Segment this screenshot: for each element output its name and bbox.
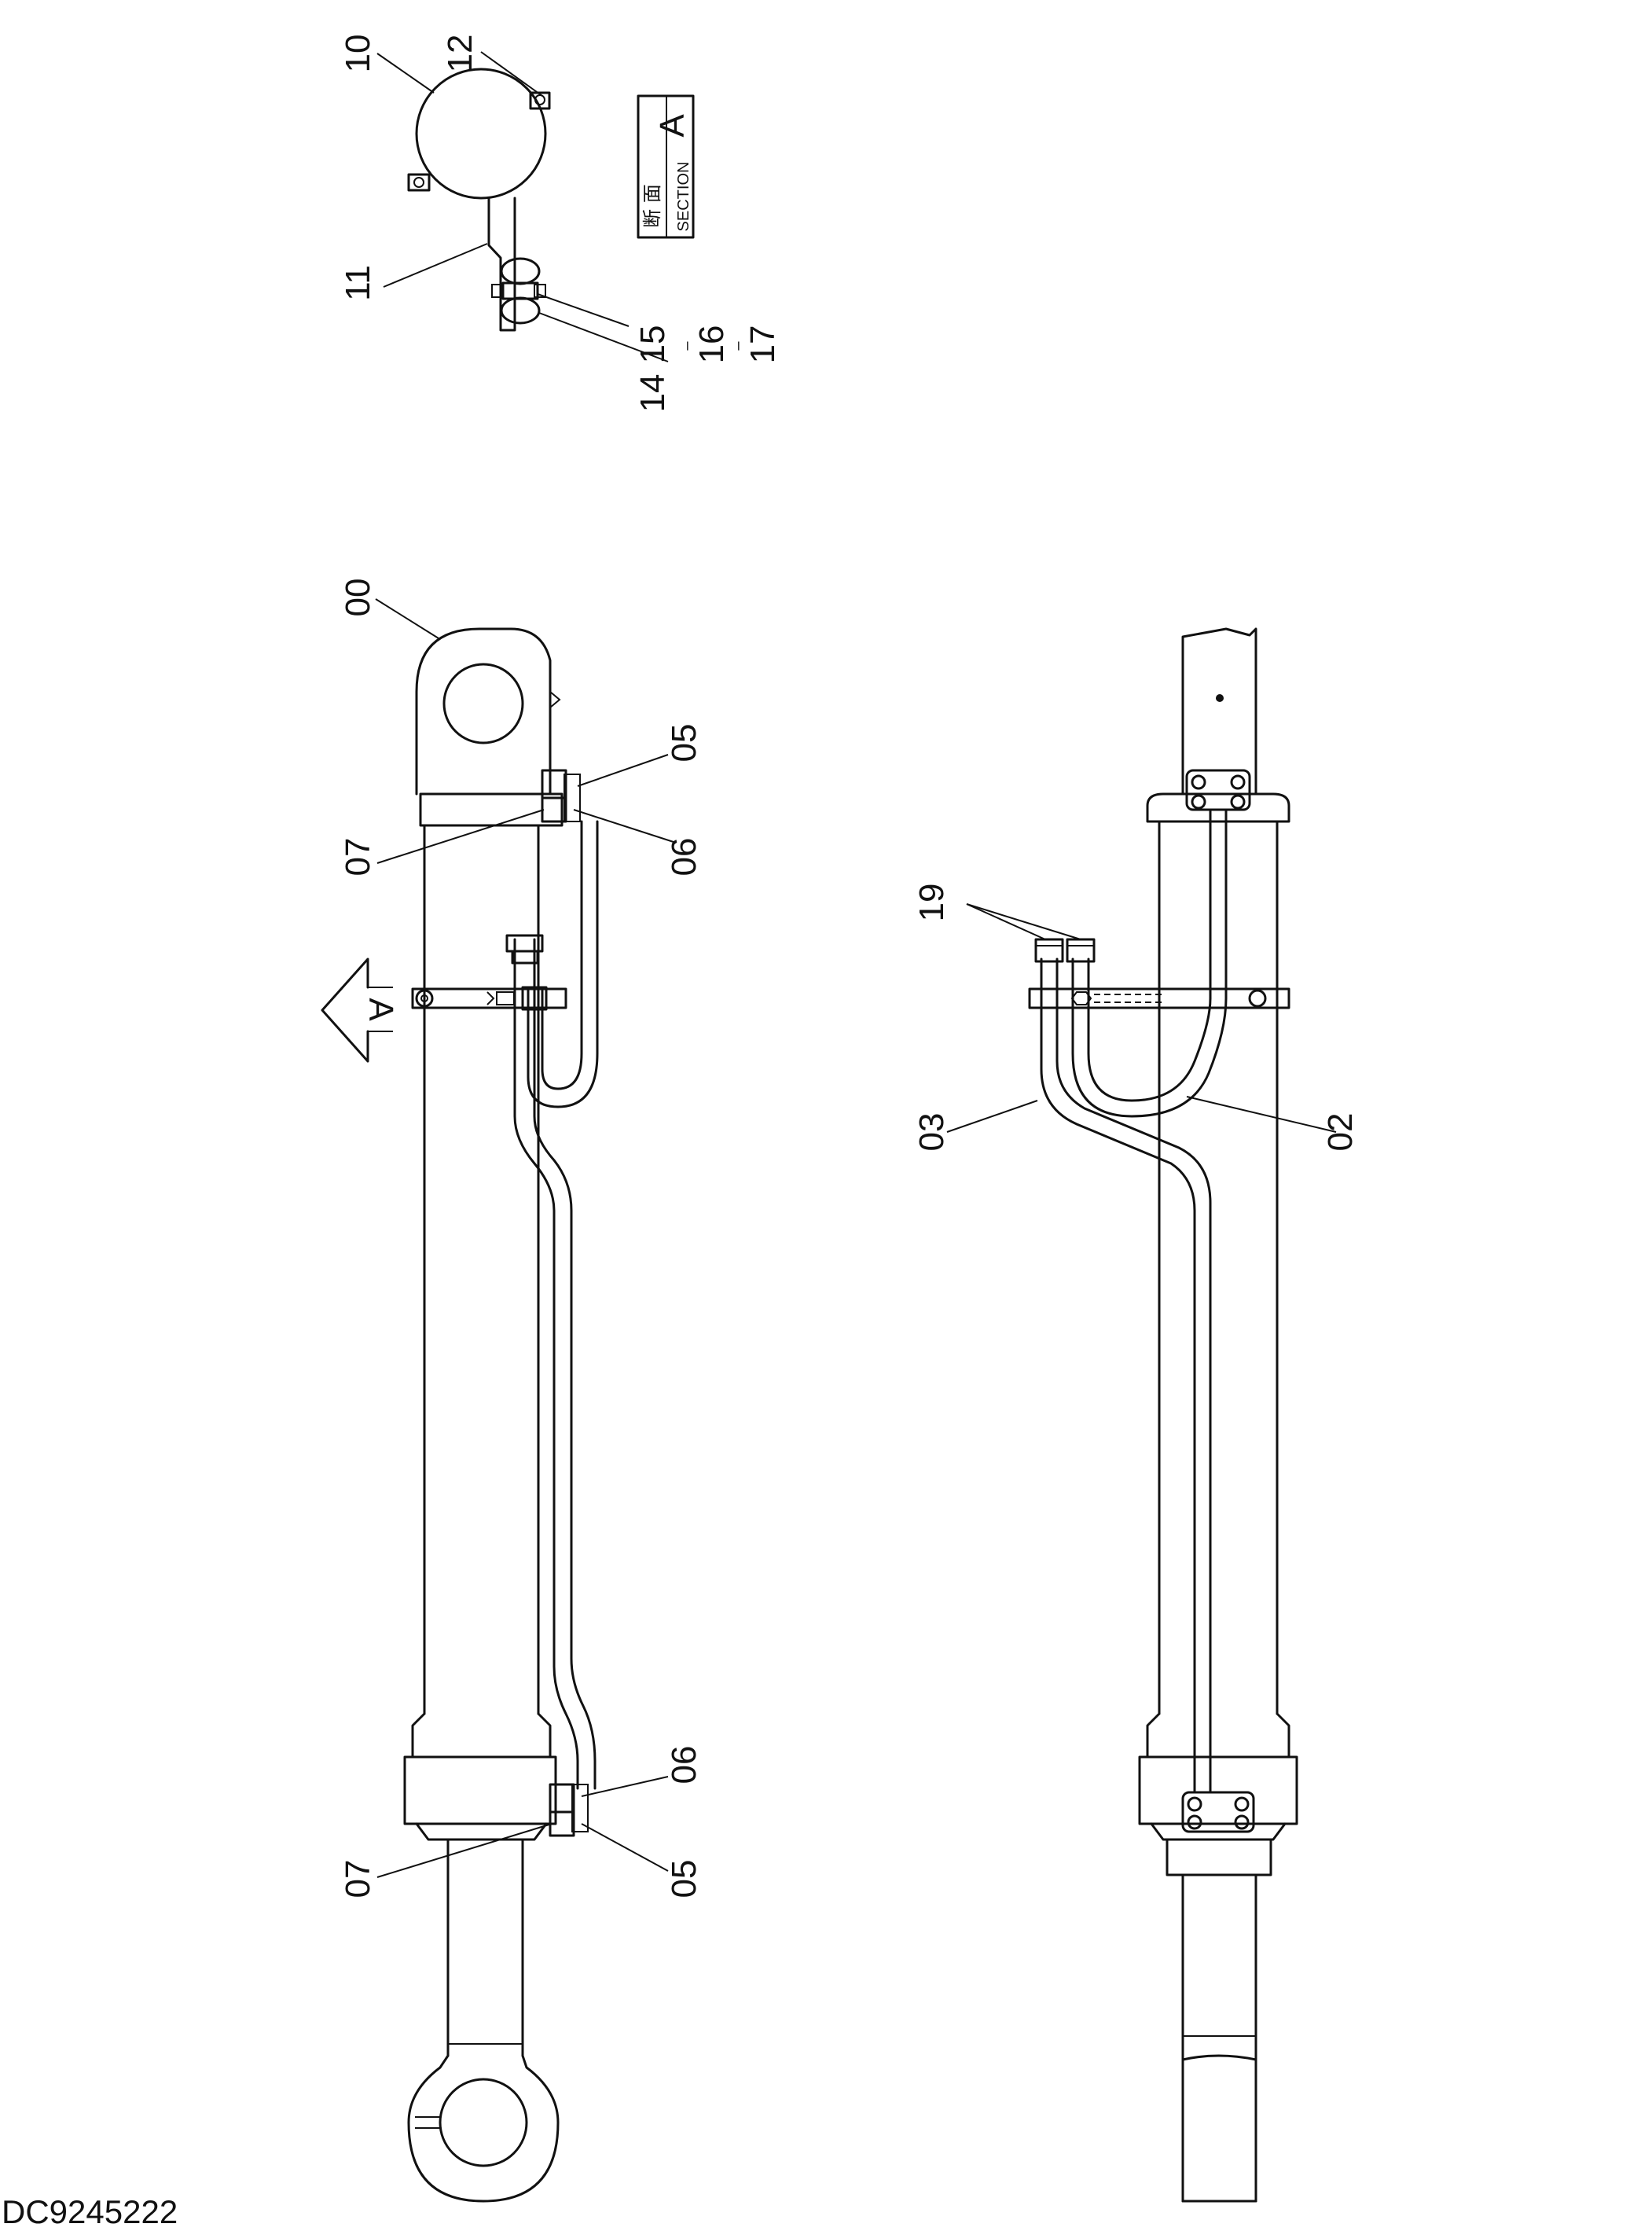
label-05-top: 05 — [665, 724, 703, 763]
section-label-box: A 断 面 SECTION — [637, 94, 695, 239]
dash-16-17: – — [729, 341, 747, 351]
section-a-detail — [407, 68, 551, 332]
label-16: 16 — [692, 325, 731, 364]
section-leaders — [376, 51, 669, 362]
left-leaders — [375, 598, 677, 1878]
label-00: 00 — [339, 579, 377, 617]
drawing-number: DC9245222 — [2, 2193, 178, 2230]
section-letter: A — [653, 114, 692, 138]
label-14: 14 — [633, 374, 672, 413]
label-06-bottom: 06 — [665, 1746, 703, 1784]
label-15: 15 — [633, 325, 672, 364]
right-cylinder-view — [1028, 627, 1298, 2203]
label-10: 10 — [339, 35, 377, 73]
label-07-bottom: 07 — [339, 1860, 377, 1898]
label-11: 11 — [339, 265, 377, 301]
label-07-top: 07 — [339, 838, 377, 877]
section-english: SECTION — [675, 162, 692, 232]
right-leaders — [946, 903, 1337, 1133]
label-19: 19 — [912, 884, 951, 922]
section-arrow-letter: A — [362, 998, 400, 1021]
label-02: 02 — [1321, 1113, 1360, 1152]
left-cylinder-view — [403, 627, 599, 2203]
label-06-top: 06 — [665, 838, 703, 877]
section-japanese: 断 面 — [641, 184, 663, 228]
label-03: 03 — [912, 1113, 951, 1152]
label-12: 12 — [441, 35, 479, 73]
label-17: 17 — [743, 325, 782, 364]
dash-15-16: – — [678, 341, 696, 351]
section-arrow-a: A — [321, 957, 400, 1063]
label-05-bottom: 05 — [665, 1860, 703, 1898]
